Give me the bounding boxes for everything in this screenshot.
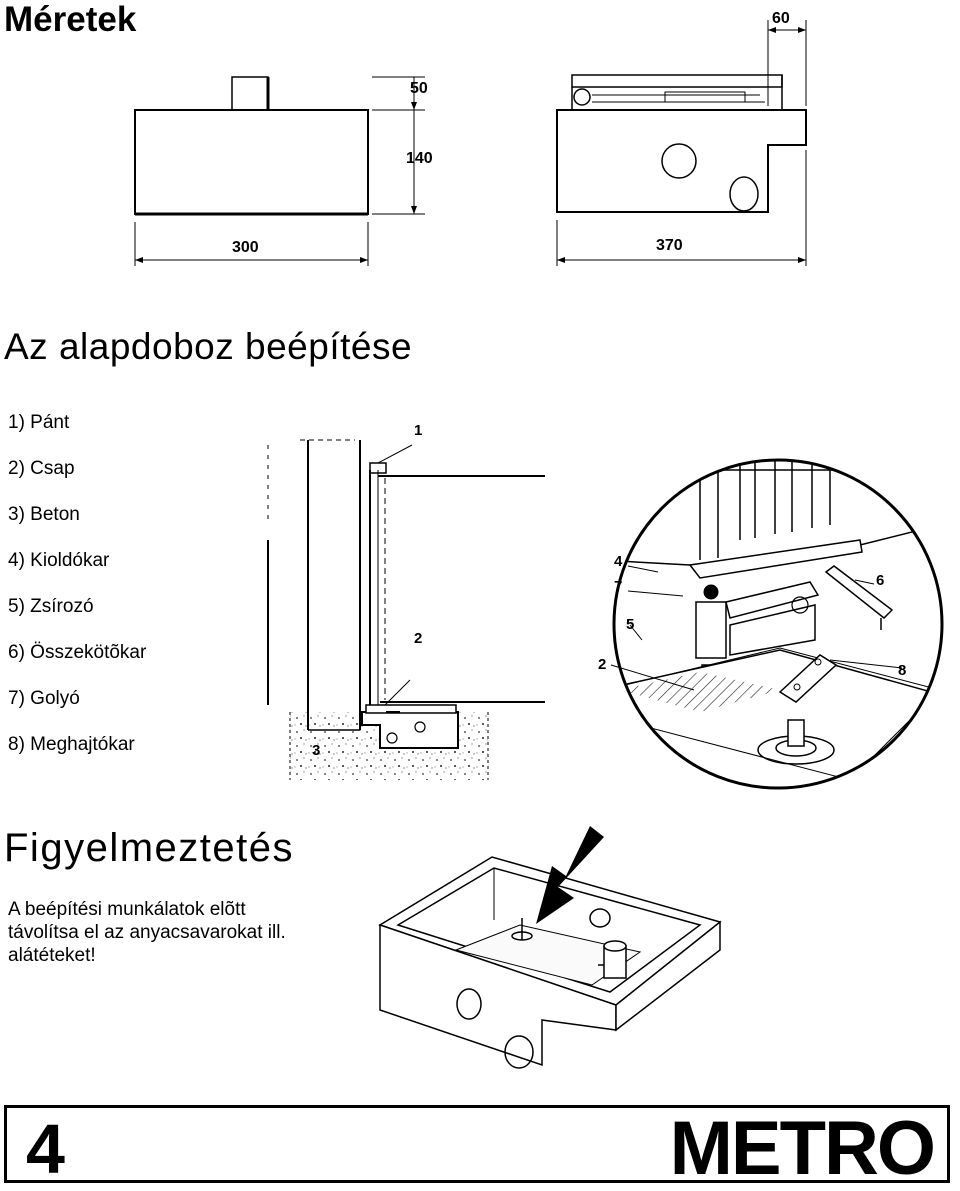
- detail-callout-6: 6: [876, 572, 885, 589]
- front-view-drawing: [134, 76, 425, 266]
- dim-top-width: 60: [772, 10, 790, 27]
- legend-item: 4) Kioldókar: [8, 550, 110, 571]
- detail-callout-7: 7: [614, 578, 623, 595]
- warning-title: Figyelmeztetés: [4, 826, 294, 870]
- detail-callout-2: 2: [598, 656, 607, 673]
- dim-side-width: 370: [656, 237, 683, 254]
- parts-legend: 1) Pánt 2) Csap 3) Beton 4) Kioldókar 5)…: [8, 410, 146, 778]
- dim-box-height: 140: [406, 150, 433, 167]
- dim-front-width: 300: [232, 239, 259, 256]
- side-view-drawing: [556, 20, 807, 266]
- legend-item: 3) Beton: [8, 504, 80, 525]
- dimensions-title: Méretek: [4, 0, 137, 39]
- callout-2: 2: [414, 630, 423, 647]
- legend-item: 6) Összekötõkar: [8, 642, 147, 663]
- detail-callout-8: 8: [898, 662, 907, 679]
- install-title: Az alapdoboz beépítése: [4, 326, 413, 367]
- brand-logo: METRO: [669, 1106, 936, 1191]
- legend-item: 7) Golyó: [8, 688, 80, 709]
- detail-callout-4: 4: [614, 553, 623, 570]
- warning-text: A beépítési munkálatok elõtt távolítsa e…: [8, 899, 286, 966]
- callout-1: 1: [414, 422, 423, 439]
- legend-item: 5) Zsírozó: [8, 596, 94, 617]
- legend-item: 8) Meghajtókar: [8, 734, 135, 755]
- callout-3: 3: [312, 742, 321, 759]
- legend-item: 2) Csap: [8, 458, 75, 479]
- legend-item: 1) Pánt: [8, 412, 70, 433]
- detail-callout-5: 5: [626, 616, 635, 633]
- footer-frame: [4, 1105, 950, 1183]
- dim-cap-height: 50: [410, 80, 428, 97]
- page-number: 4: [26, 1110, 65, 1188]
